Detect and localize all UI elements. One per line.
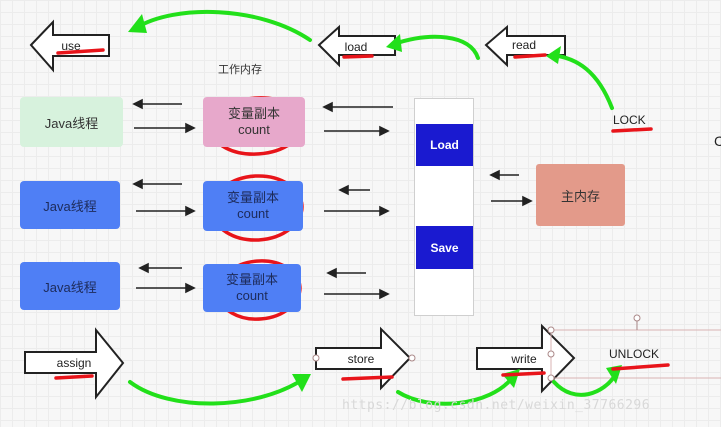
variable-copy-3-var: count — [236, 288, 268, 303]
unlock-rotate-handle — [633, 314, 641, 322]
bus-load-op: Load — [416, 124, 473, 166]
unlock-label: UNLOCK — [609, 347, 660, 361]
unlock-handle-bl — [547, 374, 555, 382]
lock-label: LOCK — [613, 113, 646, 127]
load-label: load — [344, 40, 368, 54]
store-arrow — [315, 326, 412, 391]
bus-main-arrows — [489, 169, 533, 207]
copy-bus-arrows — [322, 101, 393, 300]
variable-copy-3: 变量副本 count — [203, 264, 301, 312]
java-thread-1: Java线程 — [20, 97, 123, 147]
assign-label: assign — [56, 356, 92, 370]
green-flow-top — [134, 9, 614, 110]
store-handle-left — [312, 354, 320, 362]
use-label: use — [61, 39, 81, 53]
main-memory: 主内存 — [536, 164, 625, 226]
read-arrow — [484, 24, 566, 68]
watermark: https://blog.csdn.net/weixin_37766296 — [342, 398, 651, 413]
java-thread-3: Java线程 — [20, 262, 120, 310]
store-handle-right — [408, 354, 416, 362]
variable-copy-1: 变量副本 count — [203, 97, 305, 147]
java-thread-2: Java线程 — [20, 181, 120, 229]
assign-arrow — [24, 327, 125, 400]
read-label: read — [511, 38, 537, 52]
green-flow-bottom — [128, 372, 618, 406]
use-arrow — [29, 19, 110, 73]
variable-copy-1-var: count — [238, 122, 270, 137]
green-flow-top-heads — [128, 14, 561, 64]
variable-copy-1-name: 变量副本 — [227, 106, 280, 121]
red-underlines — [54, 48, 670, 381]
right-edge-letter: C — [714, 133, 721, 149]
unlock-handle-tl — [547, 326, 555, 334]
thread-copy-arrows — [132, 98, 196, 294]
working-memory-label: 工作内存 — [218, 64, 262, 76]
write-label: write — [511, 352, 537, 366]
store-label: store — [347, 352, 375, 366]
unlock-handle-ml — [547, 350, 555, 358]
variable-copy-2: 变量副本 count — [203, 181, 303, 231]
bus-save-op: Save — [416, 226, 473, 269]
variable-copy-3-name: 变量副本 — [225, 272, 278, 287]
variable-copy-2-var: count — [237, 206, 269, 221]
variable-copy-2-name: 变量副本 — [226, 190, 279, 205]
